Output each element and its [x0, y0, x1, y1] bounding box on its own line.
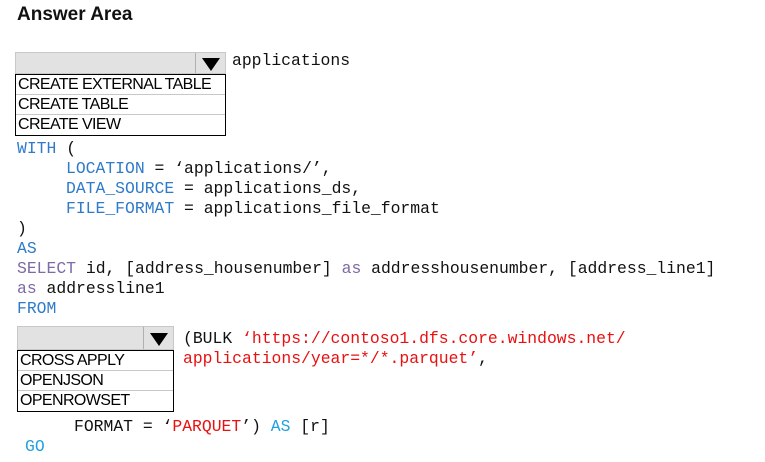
dropdown-arrow-button[interactable] [143, 327, 173, 349]
option-create-table[interactable]: CREATE TABLE [16, 95, 225, 115]
kw: FILE_FORMAT [66, 199, 175, 218]
rowset-function-select[interactable] [17, 326, 174, 350]
code-line-bulk: (BULK ‘https://contoso1.dfs.core.windows… [183, 329, 626, 349]
text: addresshousenumber, [address_line1] [361, 259, 716, 278]
dropdown-options: CREATE EXTERNAL TABLE CREATE TABLE CREAT… [15, 74, 226, 136]
option-create-external-table[interactable]: CREATE EXTERNAL TABLE [16, 75, 225, 95]
answer-area-title: Answer Area [17, 4, 133, 25]
chevron-down-icon [149, 333, 168, 346]
code-line-location: LOCATION = ‘applications/’, [66, 159, 332, 179]
statement-type-select[interactable] [15, 52, 226, 74]
code-line-with: WITH ( [17, 139, 76, 159]
text: addressline1 [36, 279, 165, 298]
option-create-view[interactable]: CREATE VIEW [18, 116, 121, 133]
option-openrowset[interactable]: OPENROWSET [20, 392, 130, 409]
text: = applications_file_format [174, 199, 440, 218]
kw: WITH [17, 139, 57, 158]
code-line-alias: as addressline1 [17, 279, 165, 299]
text: [r] [290, 417, 330, 436]
rowset-function-dropdown[interactable]: CROSS APPLY OPENJSON OPENROWSET [17, 326, 174, 412]
option-cross-apply[interactable]: CROSS APPLY [18, 351, 173, 371]
kw: as [17, 279, 37, 298]
code-line-select: SELECT id, [address_housenumber] as addr… [17, 259, 715, 279]
option-openjson[interactable]: OPENJSON [18, 371, 173, 391]
text: ’) [241, 417, 271, 436]
string: PARQUET [172, 417, 242, 436]
chevron-down-icon [201, 58, 220, 71]
code-line-from: FROM [17, 299, 57, 318]
code-line-format: FORMAT = ‘PARQUET’) AS [r] [74, 417, 330, 437]
code-line-file-format: FILE_FORMAT = applications_file_format [66, 199, 440, 219]
kw: DATA_SOURCE [66, 179, 175, 198]
text: , [478, 349, 488, 368]
text: FORMAT = ‘ [74, 417, 173, 436]
dropdown-arrow-button[interactable] [195, 53, 225, 73]
dropdown-options: CROSS APPLY OPENJSON OPENROWSET [17, 350, 174, 412]
kw: SELECT [17, 259, 77, 278]
text: ( [56, 139, 77, 158]
text: (BULK [183, 329, 243, 348]
kw: as [341, 259, 362, 278]
code-line-data-source: DATA_SOURCE = applications_ds, [66, 179, 361, 199]
code-table-name: applications [232, 51, 351, 70]
statement-type-dropdown[interactable]: CREATE EXTERNAL TABLE CREATE TABLE CREAT… [15, 52, 226, 136]
kw: LOCATION [66, 159, 145, 178]
kw: AS [270, 417, 291, 436]
code-line-go: GO [25, 437, 45, 456]
text: = applications_ds, [174, 179, 362, 198]
code-line-as: AS [17, 239, 37, 258]
text: = ‘applications/’, [144, 159, 332, 178]
code-line-close-paren: ) [17, 219, 27, 238]
string: applications/year=*/*.parquet’ [183, 349, 479, 368]
text: id, [address_housenumber] [76, 259, 342, 278]
code-line-bulk-path: applications/year=*/*.parquet’, [183, 349, 488, 369]
string: ‘https://contoso1.dfs.core.windows.net/ [242, 329, 626, 348]
